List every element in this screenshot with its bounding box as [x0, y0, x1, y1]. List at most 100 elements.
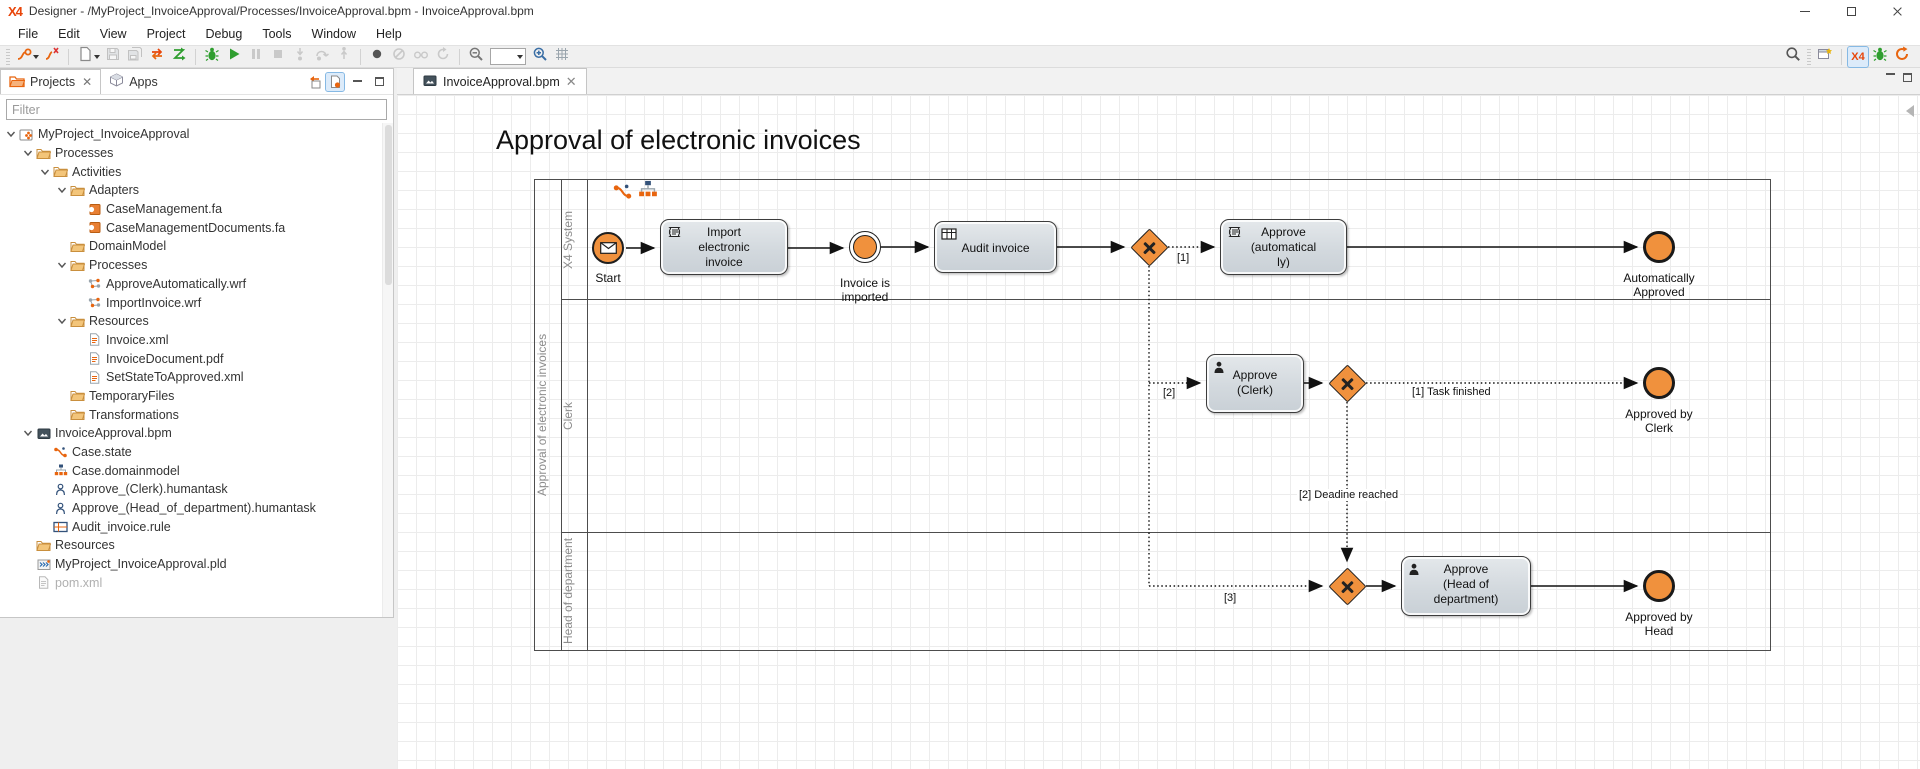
- tab-invoiceapproval-bpm[interactable]: InvoiceApproval.bpm ✕: [413, 68, 587, 94]
- tree-item-approve-clerk-humantask[interactable]: Approve_(Clerk).humantask: [0, 480, 382, 499]
- tree-item-casemanagementdocuments-fa[interactable]: CaseManagementDocuments.fa: [0, 218, 382, 237]
- x4-perspective-button[interactable]: X4: [1848, 47, 1868, 67]
- window-close-button[interactable]: [1874, 0, 1920, 22]
- tree-item-domainmodel[interactable]: DomainModel: [0, 237, 382, 256]
- window-minimize-button[interactable]: [1782, 0, 1828, 22]
- menu-item-edit[interactable]: Edit: [48, 25, 90, 43]
- resume-button[interactable]: [433, 47, 453, 67]
- menu-item-tools[interactable]: Tools: [252, 25, 301, 43]
- bpmn-canvas[interactable]: Approval of electronic invoices Approval…: [397, 95, 1920, 769]
- step-over-button[interactable]: [312, 47, 332, 67]
- debug-perspective-button[interactable]: [1870, 47, 1890, 67]
- grid-button[interactable]: [552, 47, 572, 67]
- tree-item-myproject-invoiceapproval[interactable]: MyProject_InvoiceApproval: [0, 125, 382, 144]
- tree-item-adapters[interactable]: Adapters: [0, 181, 382, 200]
- tree-item-setstatetoapproved-xml[interactable]: SetStateToApproved.xml: [0, 368, 382, 387]
- deploy-button[interactable]: [147, 47, 167, 67]
- tree-item-importinvoice-wrf[interactable]: ImportInvoice.wrf: [0, 293, 382, 312]
- editor-minimize-button[interactable]: [1886, 73, 1895, 82]
- editor-maximize-button[interactable]: [1903, 73, 1912, 82]
- tree-item-approveautomatically-wrf[interactable]: ApproveAutomatically.wrf: [0, 275, 382, 294]
- task-approve-clerk[interactable]: Approve (Clerk): [1206, 354, 1304, 413]
- tab-projects-close-icon[interactable]: ✕: [80, 75, 92, 89]
- pause-button[interactable]: [246, 47, 266, 67]
- skip-breakpoints-button[interactable]: [389, 47, 409, 67]
- tree-item-myproject-invoiceapproval-pld[interactable]: MyProject_InvoiceApproval.pld: [0, 555, 382, 574]
- menu-item-window[interactable]: Window: [302, 25, 366, 43]
- tree-item-resources[interactable]: Resources: [0, 312, 382, 331]
- sync-button[interactable]: [169, 47, 189, 67]
- tree-item-approve-head-of-department-humantask[interactable]: Approve_(Head_of_department).humantask: [0, 499, 382, 518]
- chevron-down-icon[interactable]: [38, 166, 52, 178]
- chevron-down-icon[interactable]: [55, 315, 69, 327]
- menu-item-project[interactable]: Project: [137, 25, 196, 43]
- tree-item-casemanagement-fa[interactable]: CaseManagement.fa: [0, 200, 382, 219]
- menu-item-file[interactable]: File: [8, 25, 48, 43]
- collapsed-palette-arrow[interactable]: [1906, 105, 1914, 117]
- tree-item-resources[interactable]: Resources: [0, 536, 382, 555]
- tree-item-pom-xml[interactable]: pom.xml: [0, 574, 382, 593]
- end-event-approved-by-head[interactable]: [1643, 570, 1675, 602]
- tree-item-transformations[interactable]: Transformations: [0, 405, 382, 424]
- tree-item-audit-invoice-rule[interactable]: Audit_invoice.rule: [0, 517, 382, 536]
- open-perspective-button[interactable]: [1815, 47, 1835, 67]
- menu-item-view[interactable]: View: [90, 25, 137, 43]
- tree-item-invoiceapproval-bpm[interactable]: InvoiceApproval.bpm: [0, 424, 382, 443]
- task-approve-head-of-department[interactable]: Approve (Head of department): [1401, 556, 1531, 616]
- disconnect-button[interactable]: [42, 47, 62, 67]
- breakpoints-button[interactable]: [411, 47, 431, 67]
- save-button[interactable]: [103, 47, 123, 67]
- link-with-editor-button[interactable]: [304, 73, 322, 91]
- zoom-out-button[interactable]: [466, 47, 486, 67]
- intermediate-event-invoice-imported[interactable]: [849, 231, 881, 263]
- save-all-button[interactable]: [125, 47, 145, 67]
- tree-item-invoice-xml[interactable]: Invoice.xml: [0, 331, 382, 350]
- menu-item-debug[interactable]: Debug: [195, 25, 252, 43]
- chevron-down-icon[interactable]: [55, 259, 69, 271]
- stop-button[interactable]: [268, 47, 288, 67]
- debug-button[interactable]: [202, 47, 222, 67]
- tree-item-case-domainmodel[interactable]: Case.domainmodel: [0, 461, 382, 480]
- new-file-button[interactable]: [75, 47, 101, 67]
- end-event-approved-by-clerk[interactable]: [1643, 367, 1675, 399]
- panel-maximize-button[interactable]: [370, 73, 388, 91]
- filter-input[interactable]: [6, 99, 387, 120]
- chevron-down-icon[interactable]: [4, 128, 18, 140]
- tree-item-processes[interactable]: Processes: [0, 144, 382, 163]
- tree-scrollbar-thumb[interactable]: [385, 125, 392, 285]
- task-audit-invoice[interactable]: Audit invoice: [934, 221, 1057, 273]
- task-approve-automatically[interactable]: Approve (automatical ly): [1220, 219, 1347, 275]
- chevron-down-icon[interactable]: [55, 184, 69, 196]
- tab-apps[interactable]: Apps: [101, 69, 166, 94]
- record-button[interactable]: [367, 47, 387, 67]
- tab-projects[interactable]: Projects ✕: [0, 69, 101, 94]
- tree-item-temporaryfiles[interactable]: TemporaryFiles: [0, 387, 382, 406]
- end-event-automatically-approved[interactable]: [1643, 231, 1675, 263]
- task-import-electronic-invoice[interactable]: Import electronic invoice: [660, 219, 788, 275]
- step-into-button[interactable]: [290, 47, 310, 67]
- tree-item-invoicedocument-pdf[interactable]: InvoiceDocument.pdf: [0, 349, 382, 368]
- tree-scrollbar[interactable]: [382, 123, 393, 617]
- tree-item-case-state[interactable]: Case.state: [0, 443, 382, 462]
- search-button[interactable]: [1783, 47, 1803, 67]
- zoom-level-combo[interactable]: [490, 48, 526, 65]
- run-button[interactable]: [224, 47, 244, 67]
- step-return-button[interactable]: [334, 47, 354, 67]
- panel-minimize-button[interactable]: [348, 73, 366, 91]
- window-maximize-button[interactable]: [1828, 0, 1874, 22]
- editor-tab-close-icon[interactable]: ✕: [566, 74, 577, 90]
- case-state-ref-icon[interactable]: [612, 183, 633, 206]
- tree-item-processes[interactable]: Processes: [0, 256, 382, 275]
- chevron-down-icon[interactable]: [21, 147, 35, 159]
- case-domainmodel-ref-icon[interactable]: [638, 180, 658, 204]
- refresh-button[interactable]: [1892, 47, 1912, 67]
- toolbar-drag-handle[interactable]: [1807, 49, 1811, 65]
- connect-button[interactable]: [14, 47, 40, 67]
- start-event[interactable]: [592, 232, 624, 264]
- menu-item-help[interactable]: Help: [366, 25, 412, 43]
- zoom-in-button[interactable]: [530, 47, 550, 67]
- focus-active-task-button[interactable]: [326, 73, 344, 91]
- tree-item-activities[interactable]: Activities: [0, 162, 382, 181]
- toolbar-drag-handle[interactable]: [6, 49, 10, 65]
- chevron-down-icon[interactable]: [21, 427, 35, 439]
